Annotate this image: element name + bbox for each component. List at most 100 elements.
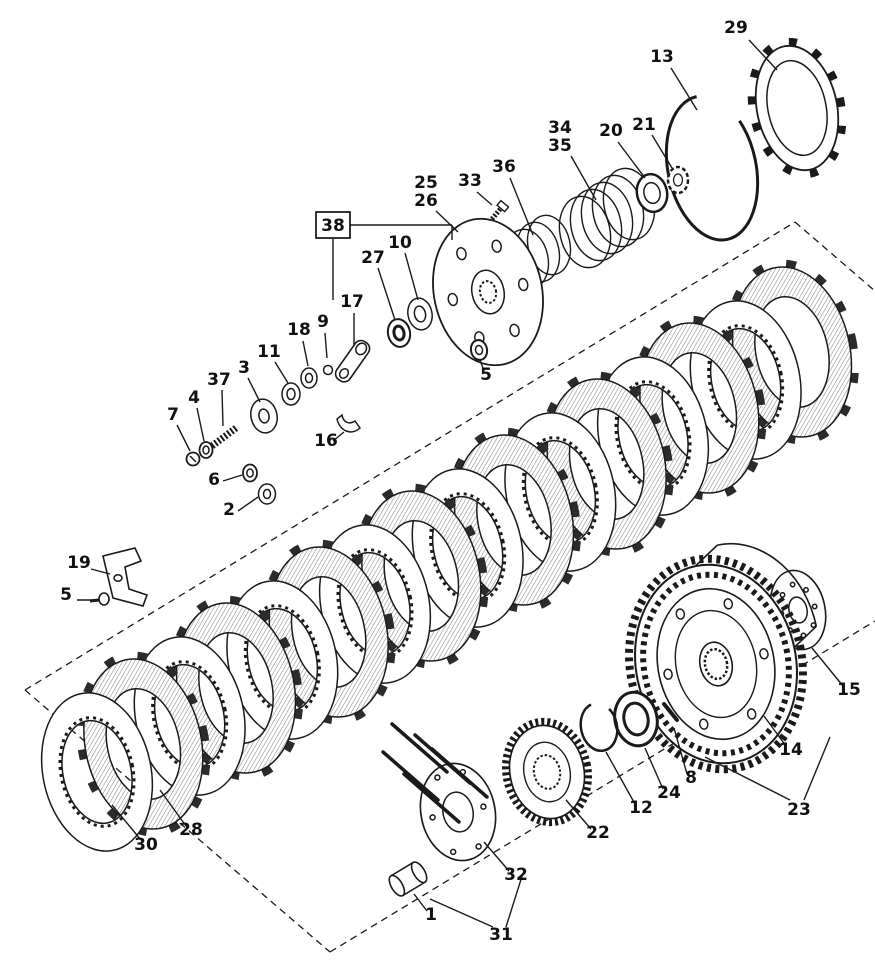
hub-body: [508, 724, 586, 820]
part-label-1: 1: [425, 905, 437, 925]
stud-plate-hole: [441, 791, 475, 833]
part-label-5: 5: [480, 365, 492, 385]
bracket-line: [505, 872, 524, 928]
nut-outer: [198, 441, 214, 459]
basket-center-spline: [703, 647, 729, 681]
stud-hole: [434, 774, 441, 781]
basket-hole: [723, 598, 734, 610]
bolt-head: [496, 199, 510, 213]
part-label-14: 14: [779, 740, 803, 760]
basket-hole: [759, 648, 769, 660]
washer-outer: [300, 367, 318, 389]
basket-shell-edge: [694, 544, 718, 567]
basket-hole: [675, 608, 686, 620]
part-4-nut: [198, 441, 214, 459]
part-37-threaded-stud: [209, 425, 239, 449]
part-label-35: 35: [548, 136, 572, 156]
plate-hole: [491, 239, 502, 253]
part-11-ring: [281, 382, 301, 406]
nut-hole: [202, 445, 210, 455]
bracket-23: [704, 736, 831, 801]
part-2-washer: [257, 483, 277, 505]
washer-hole: [262, 488, 272, 500]
steel-plate-splines: [58, 716, 136, 828]
ring-outer: [754, 44, 840, 172]
part-22-clutch-hub: [502, 717, 592, 827]
part-5-screw-bottom: [89, 592, 110, 606]
leader-line: [324, 332, 328, 359]
hub-splines: [502, 717, 592, 827]
leader-line: [483, 841, 510, 872]
disc-hole: [788, 596, 808, 624]
stud-hole: [449, 848, 457, 856]
part-label-17: 17: [340, 292, 364, 312]
leader-line: [811, 647, 844, 687]
plate-hole: [517, 277, 529, 292]
part-7-screw: [185, 451, 201, 467]
part-21-lock-ring: [666, 165, 690, 195]
ring-inner: [766, 59, 828, 157]
part-label-4: 4: [188, 388, 200, 408]
stud: [390, 722, 449, 774]
leader-line: [90, 568, 111, 575]
stud-bolts: [381, 722, 489, 824]
bracket-line: [429, 898, 494, 928]
boundary-right: [794, 221, 875, 292]
leader-line: [670, 67, 698, 111]
spacer-side: [390, 861, 414, 877]
part-label-30: 30: [134, 835, 158, 855]
part-16-clip: [336, 413, 362, 433]
leader-line: [413, 893, 428, 912]
stud: [430, 747, 489, 799]
clutch-plate-stack: [40, 259, 859, 852]
basket-sprocket-teeth: [625, 554, 807, 774]
washer-outer: [250, 398, 278, 434]
rivet-hole: [803, 586, 809, 593]
stud-hole: [480, 803, 487, 810]
friction-plate-tabs: [76, 651, 211, 837]
leader-line: [509, 177, 534, 236]
part-label-36: 36: [492, 157, 516, 177]
washer-outer: [257, 483, 277, 505]
part-5-nut-top: [469, 339, 489, 361]
part-label-26: 26: [414, 191, 438, 211]
boundary-top: [24, 221, 796, 691]
leader-line: [748, 39, 778, 71]
basket-hole: [698, 718, 709, 730]
lock-ring-hole: [672, 173, 684, 187]
leader-line: [221, 389, 224, 427]
ring-outer: [281, 382, 301, 406]
part-14-clutch-basket: [625, 542, 818, 774]
leader-line: [404, 252, 419, 301]
leader-line: [237, 496, 259, 512]
basket-shell-arc: [717, 542, 818, 627]
leader-line: [159, 789, 187, 827]
lever-body: [334, 339, 371, 383]
basket-hole: [663, 668, 673, 680]
pressure-plate-face: [432, 217, 544, 367]
stud: [381, 750, 440, 802]
nut-hole: [392, 324, 406, 342]
part-6-nut: [242, 463, 258, 483]
nut-hole: [246, 468, 254, 478]
steel-plate: [40, 692, 154, 852]
basket-hole: [746, 708, 757, 720]
screw-slot: [189, 455, 197, 463]
basket-bowl-inner: [674, 609, 758, 719]
screw-head: [98, 592, 110, 606]
leader-lines: [77, 39, 844, 912]
lever-pivot: [355, 342, 368, 356]
label-box: [315, 211, 351, 239]
snap-ring-open: [579, 701, 619, 753]
hub-inner: [522, 741, 572, 803]
part-9-pin: [322, 364, 334, 376]
leader-line: [479, 359, 485, 372]
washer-outer: [407, 297, 433, 331]
part-10-washer: [407, 297, 433, 331]
lever-hole: [338, 368, 350, 379]
plate-hole: [447, 292, 459, 307]
part-label-5: 5: [60, 585, 72, 605]
spacer-side: [402, 881, 426, 897]
